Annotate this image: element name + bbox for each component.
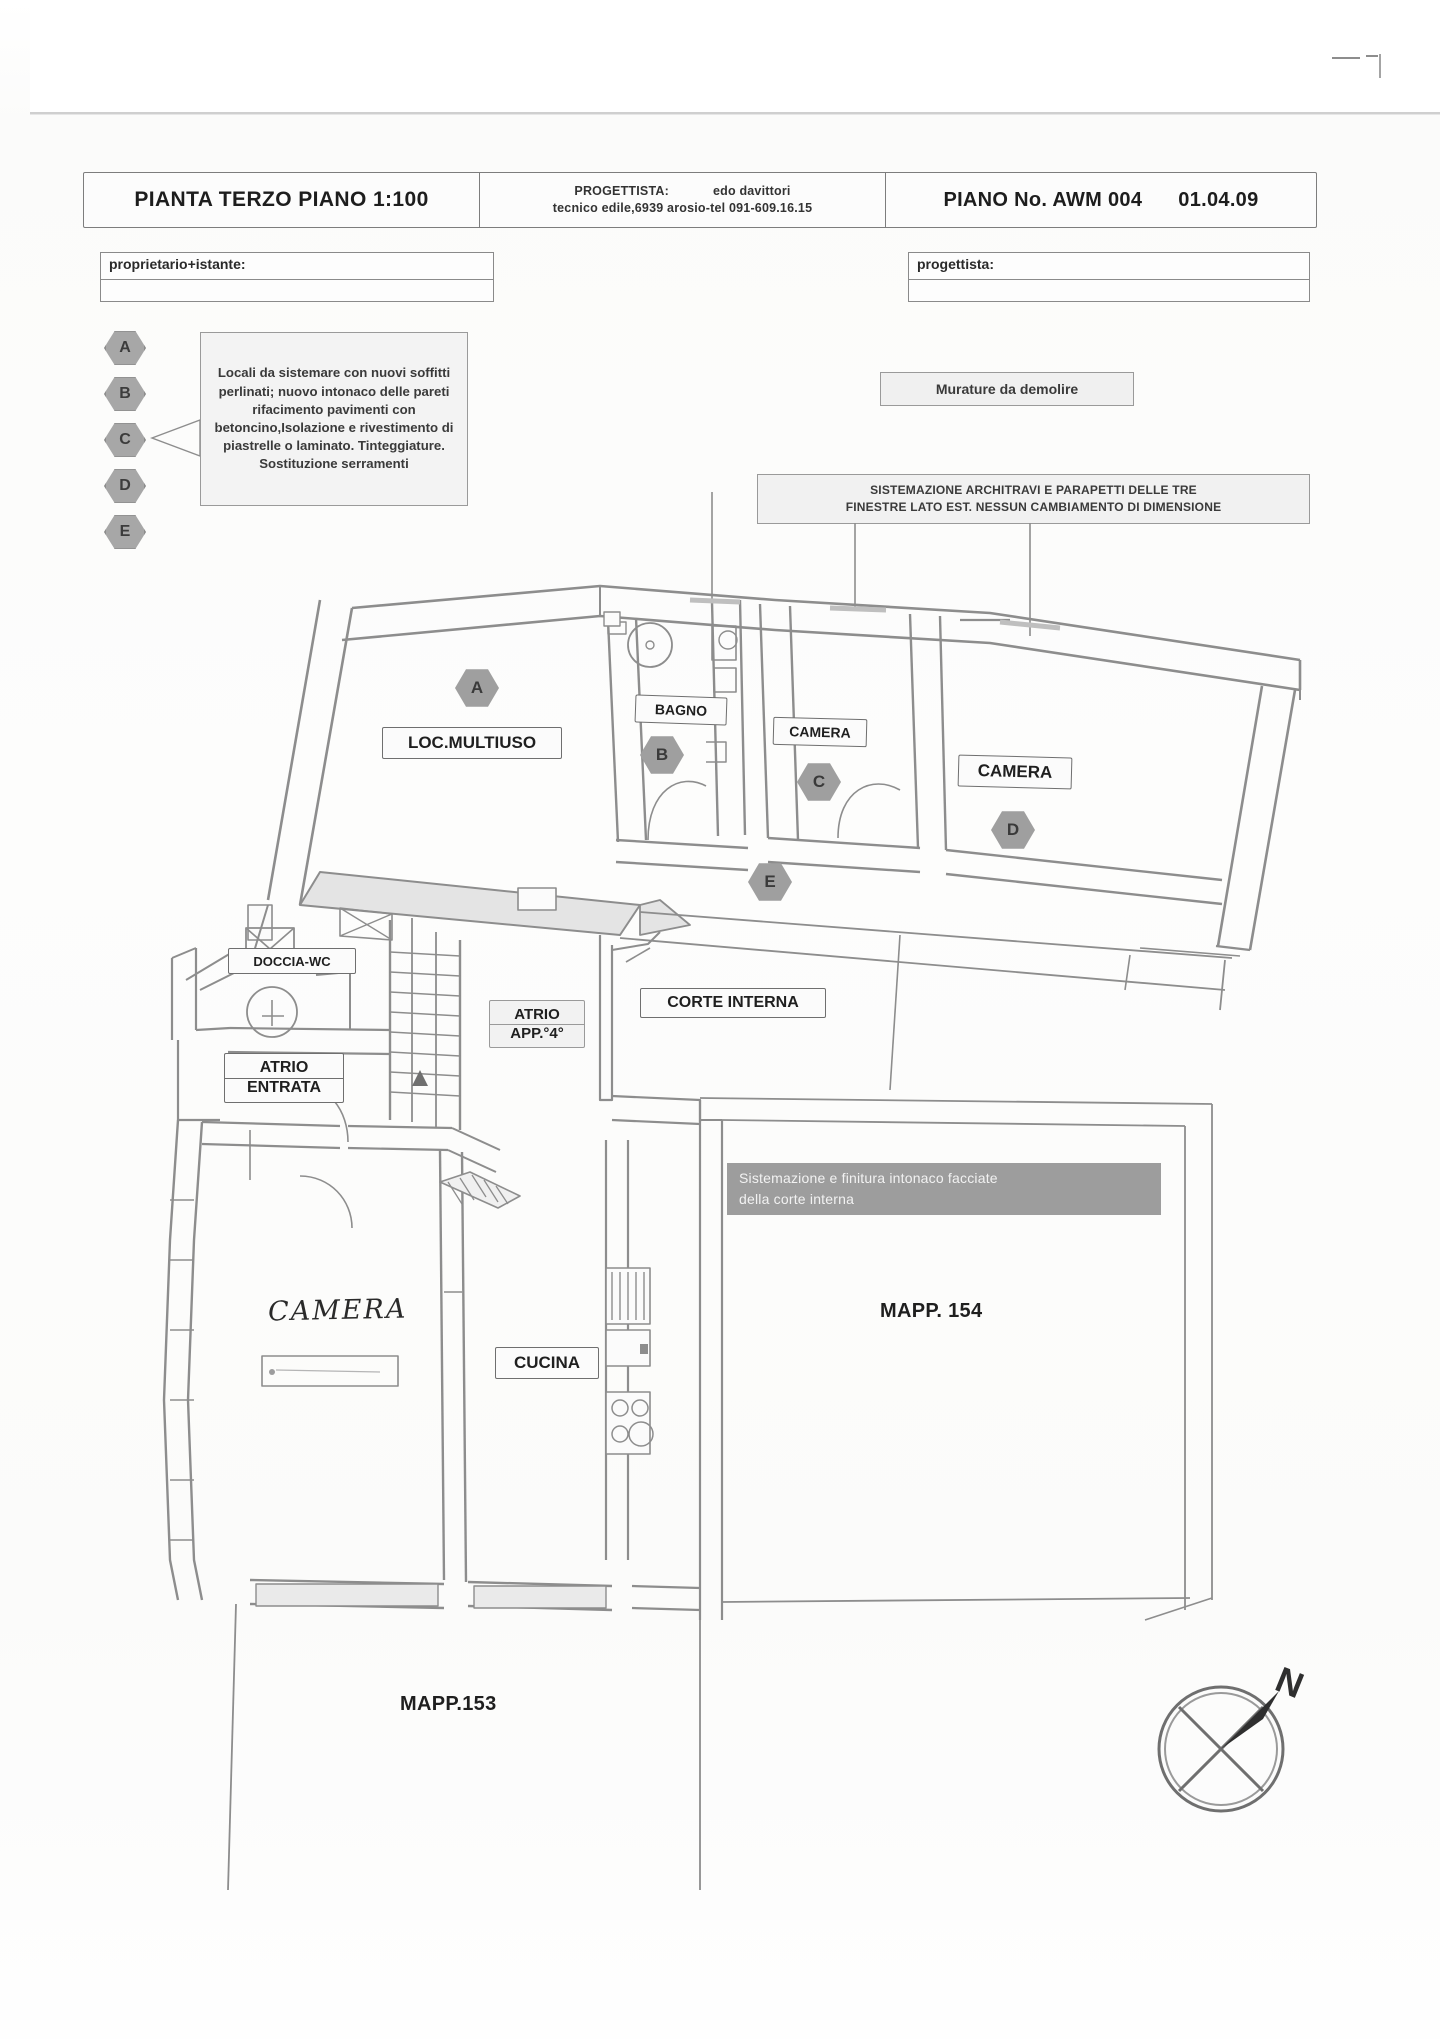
plan-title: PIANTA TERZO PIANO 1:100 [134, 188, 429, 211]
courtyard-finish-note: Sistemazione e finitura intonaco facciat… [727, 1163, 1161, 1215]
lintel-note-box: SISTEMAZIONE ARCHITRAVI E PARAPETTI DELL… [757, 474, 1310, 524]
camera-c-text: CAMERA [789, 723, 851, 741]
room-label-loc-multiuso: LOC.MULTIUSO [382, 727, 562, 759]
legend-marker-column: A B C D E [104, 330, 158, 560]
parcel-label-mapp-154: MAPP. 154 [880, 1300, 983, 1322]
demolition-legend-text: Murature da demolire [935, 381, 1079, 397]
lintel-note-line1: SISTEMAZIONE ARCHITRAVI E PARAPETTI DELL… [870, 482, 1197, 497]
title-block-sheet-cell: PIANO No. AWM 004 01.04.09 [886, 173, 1316, 227]
sheet-date: 01.04.09 [1178, 188, 1259, 211]
room-label-camera-d: CAMERA [957, 754, 1073, 790]
legend-hex-b: B [104, 377, 146, 411]
designer-name: edo davittori [712, 184, 791, 199]
bagno-text: BAGNO [654, 701, 708, 719]
legend-note-box: Locali da sistemare con nuovi soffitti p… [200, 332, 468, 506]
designer-signature-box: progettista: [908, 252, 1310, 302]
designer-signature-label: progettista: [917, 256, 994, 272]
atrio-app4-divider [490, 1023, 584, 1025]
parcel-label-mapp-153: MAPP.153 [400, 1693, 497, 1715]
courtyard-note-line1: Sistemazione e finitura intonaco facciat… [739, 1170, 998, 1186]
compass-north-label: N [1270, 1658, 1309, 1706]
corner-registration-mark [1332, 54, 1381, 78]
cucina-text: CUCINA [513, 1353, 581, 1372]
atrio-entrata-line1: ATRIO [259, 1059, 309, 1077]
owner-applicant-box: proprietario+istante: [100, 252, 494, 302]
designer-label: PROGETTISTA: [574, 184, 669, 199]
room-label-camera-handwritten: CAMERA [267, 1293, 408, 1328]
demolition-legend-box: Murature da demolire [880, 372, 1134, 406]
doccia-wc-text: DOCCIA-WC [253, 953, 331, 969]
title-block-plan-cell: PIANTA TERZO PIANO 1:100 [84, 173, 480, 227]
room-label-atrio-entrata: ATRIO ENTRATA [224, 1053, 344, 1103]
room-label-cucina: CUCINA [495, 1347, 599, 1379]
room-label-camera-c: CAMERA [772, 716, 868, 748]
loc-multiuso-text: LOC.MULTIUSO [407, 733, 537, 752]
designer-box-divider [909, 279, 1309, 280]
designer-contact: tecnico edile,6939 arosio-tel 091-609.16… [552, 201, 813, 215]
corte-interna-text: CORTE INTERNA [667, 994, 799, 1011]
sheet-number: PIANO No. AWM 004 [943, 188, 1143, 211]
room-label-corte-interna: CORTE INTERNA [640, 988, 826, 1018]
legend-note-text: Locali da sistemare con nuovi soffitti p… [214, 365, 454, 472]
legend-hex-d: D [104, 469, 146, 503]
atrio-app4-line2: APP.°4° [510, 1024, 564, 1042]
atrio-entrata-line2: ENTRATA [246, 1078, 322, 1096]
room-label-doccia-wc: DOCCIA-WC [228, 948, 356, 974]
compass-rose: N [1157, 1658, 1309, 1813]
atrio-entrata-divider [225, 1077, 343, 1079]
title-block: PIANTA TERZO PIANO 1:100 PROGETTISTA: ed… [83, 172, 1317, 228]
owner-applicant-label: proprietario+istante: [109, 256, 246, 272]
lintel-note-line2: FINESTRE LATO EST. NESSUN CAMBIAMENTO DI… [845, 500, 1222, 514]
legend-hex-a: A [104, 331, 146, 365]
title-block-designer-cell: PROGETTISTA: edo davittori tecnico edile… [480, 173, 886, 227]
scan-top-edge [30, 0, 1440, 114]
legend-hex-c: C [104, 423, 146, 457]
camera-d-text: CAMERA [977, 761, 1053, 782]
room-label-atrio-app4: ATRIO APP.°4° [489, 1000, 585, 1048]
atrio-app4-line1: ATRIO [514, 1006, 560, 1024]
owner-box-divider [101, 279, 493, 280]
courtyard-note-line2: della corte interna [739, 1191, 855, 1207]
room-label-bagno: BAGNO [634, 694, 728, 726]
room-marker-a: A [455, 669, 499, 707]
